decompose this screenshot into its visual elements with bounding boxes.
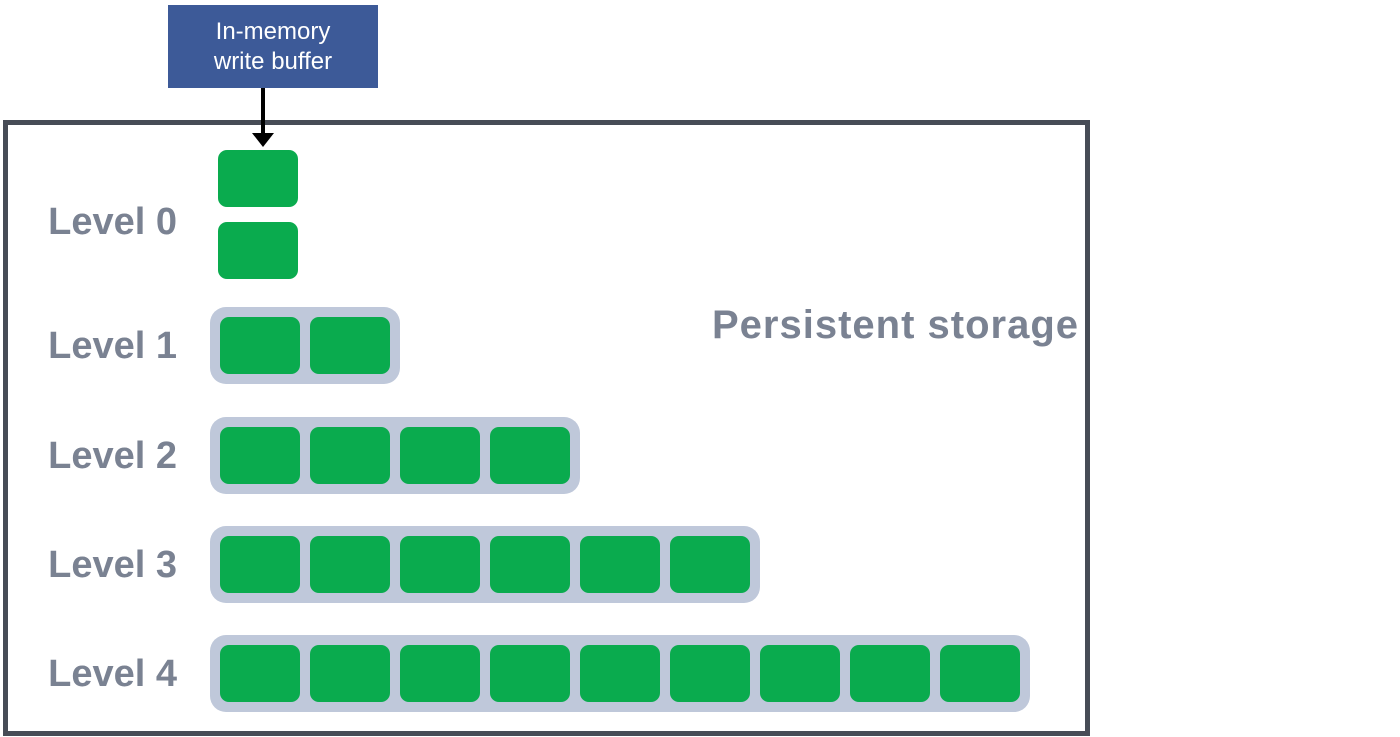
in-memory-write-buffer-box: In-memory write buffer: [168, 5, 378, 88]
level-row-4: Level 4: [8, 635, 1085, 713]
level-stack-0: [218, 150, 298, 279]
level-row-2: Level 2: [8, 417, 1085, 495]
level-label-1: Level 1: [48, 325, 177, 367]
sstable-block: [310, 427, 390, 484]
sstable-block: [220, 317, 300, 374]
sstable-block: [400, 645, 480, 702]
level-group-2: [210, 417, 580, 494]
sstable-block: [220, 645, 300, 702]
level-group-3: [210, 526, 760, 603]
sstable-block: [940, 645, 1020, 702]
sstable-block: [490, 536, 570, 593]
sstable-block: [310, 645, 390, 702]
sstable-block: [580, 536, 660, 593]
arrow-stem: [261, 88, 265, 135]
in-memory-write-buffer-label: In-memory write buffer: [213, 17, 333, 75]
level-group-4: [210, 635, 1030, 712]
level-row-1: Level 1: [8, 307, 1085, 385]
sstable-block: [490, 427, 570, 484]
sstable-block: [220, 536, 300, 593]
sstable-block: [310, 317, 390, 374]
level-label-2: Level 2: [48, 435, 177, 477]
sstable-block: [218, 150, 298, 207]
sstable-block: [670, 645, 750, 702]
sstable-block: [400, 536, 480, 593]
sstable-block: [400, 427, 480, 484]
level-label-0: Level 0: [48, 201, 177, 243]
level-row-3: Level 3: [8, 526, 1085, 604]
sstable-block: [218, 222, 298, 279]
level-label-4: Level 4: [48, 653, 177, 695]
sstable-block: [310, 536, 390, 593]
persistent-storage-label: Persistent storage: [712, 303, 1080, 347]
level-group-1: [210, 307, 400, 384]
arrow-head: [252, 133, 274, 147]
sstable-block: [220, 427, 300, 484]
sstable-block: [490, 645, 570, 702]
sstable-block: [760, 645, 840, 702]
sstable-block: [850, 645, 930, 702]
persistent-storage-container: Persistent storage Level 0 Level 1 Level 2…: [3, 120, 1090, 736]
level-label-3: Level 3: [48, 544, 177, 586]
level-row-0: Level 0: [8, 150, 1085, 279]
sstable-block: [670, 536, 750, 593]
sstable-block: [580, 645, 660, 702]
